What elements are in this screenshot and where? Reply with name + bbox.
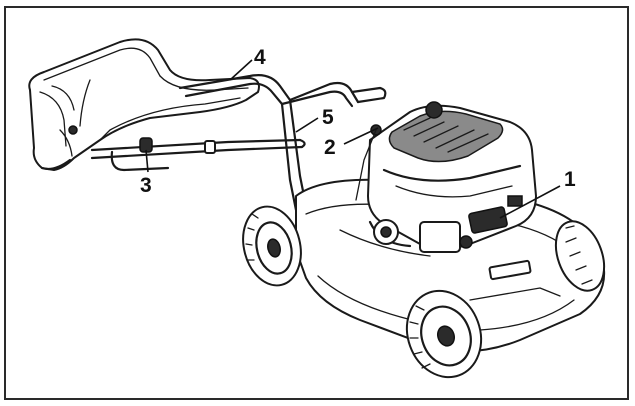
bag-clip-icon [68,125,78,135]
grass-catcher-bag [28,38,260,171]
engine [355,101,537,253]
figure-frame [4,6,629,400]
callout-3: 3 [140,174,152,197]
air-filter-icon [468,206,508,234]
rear-left-wheel [242,205,302,287]
callout-labels: 1 2 3 4 5 [140,46,576,197]
front-left-wheel [405,289,483,379]
fuel-cap-icon [425,101,443,119]
leader-line-4 [229,59,253,81]
leader-line-1 [499,185,561,219]
callout-leaders [145,59,561,219]
front-right-wheel [554,220,606,292]
callout-1: 1 [564,168,576,191]
handle-knob-icon [139,137,153,153]
callout-5: 5 [322,106,334,129]
callout-2: 2 [324,136,336,159]
leader-line-5 [295,117,319,133]
callout-4: 4 [254,46,266,69]
leader-line-3 [145,149,149,173]
leader-line-2 [343,127,379,145]
